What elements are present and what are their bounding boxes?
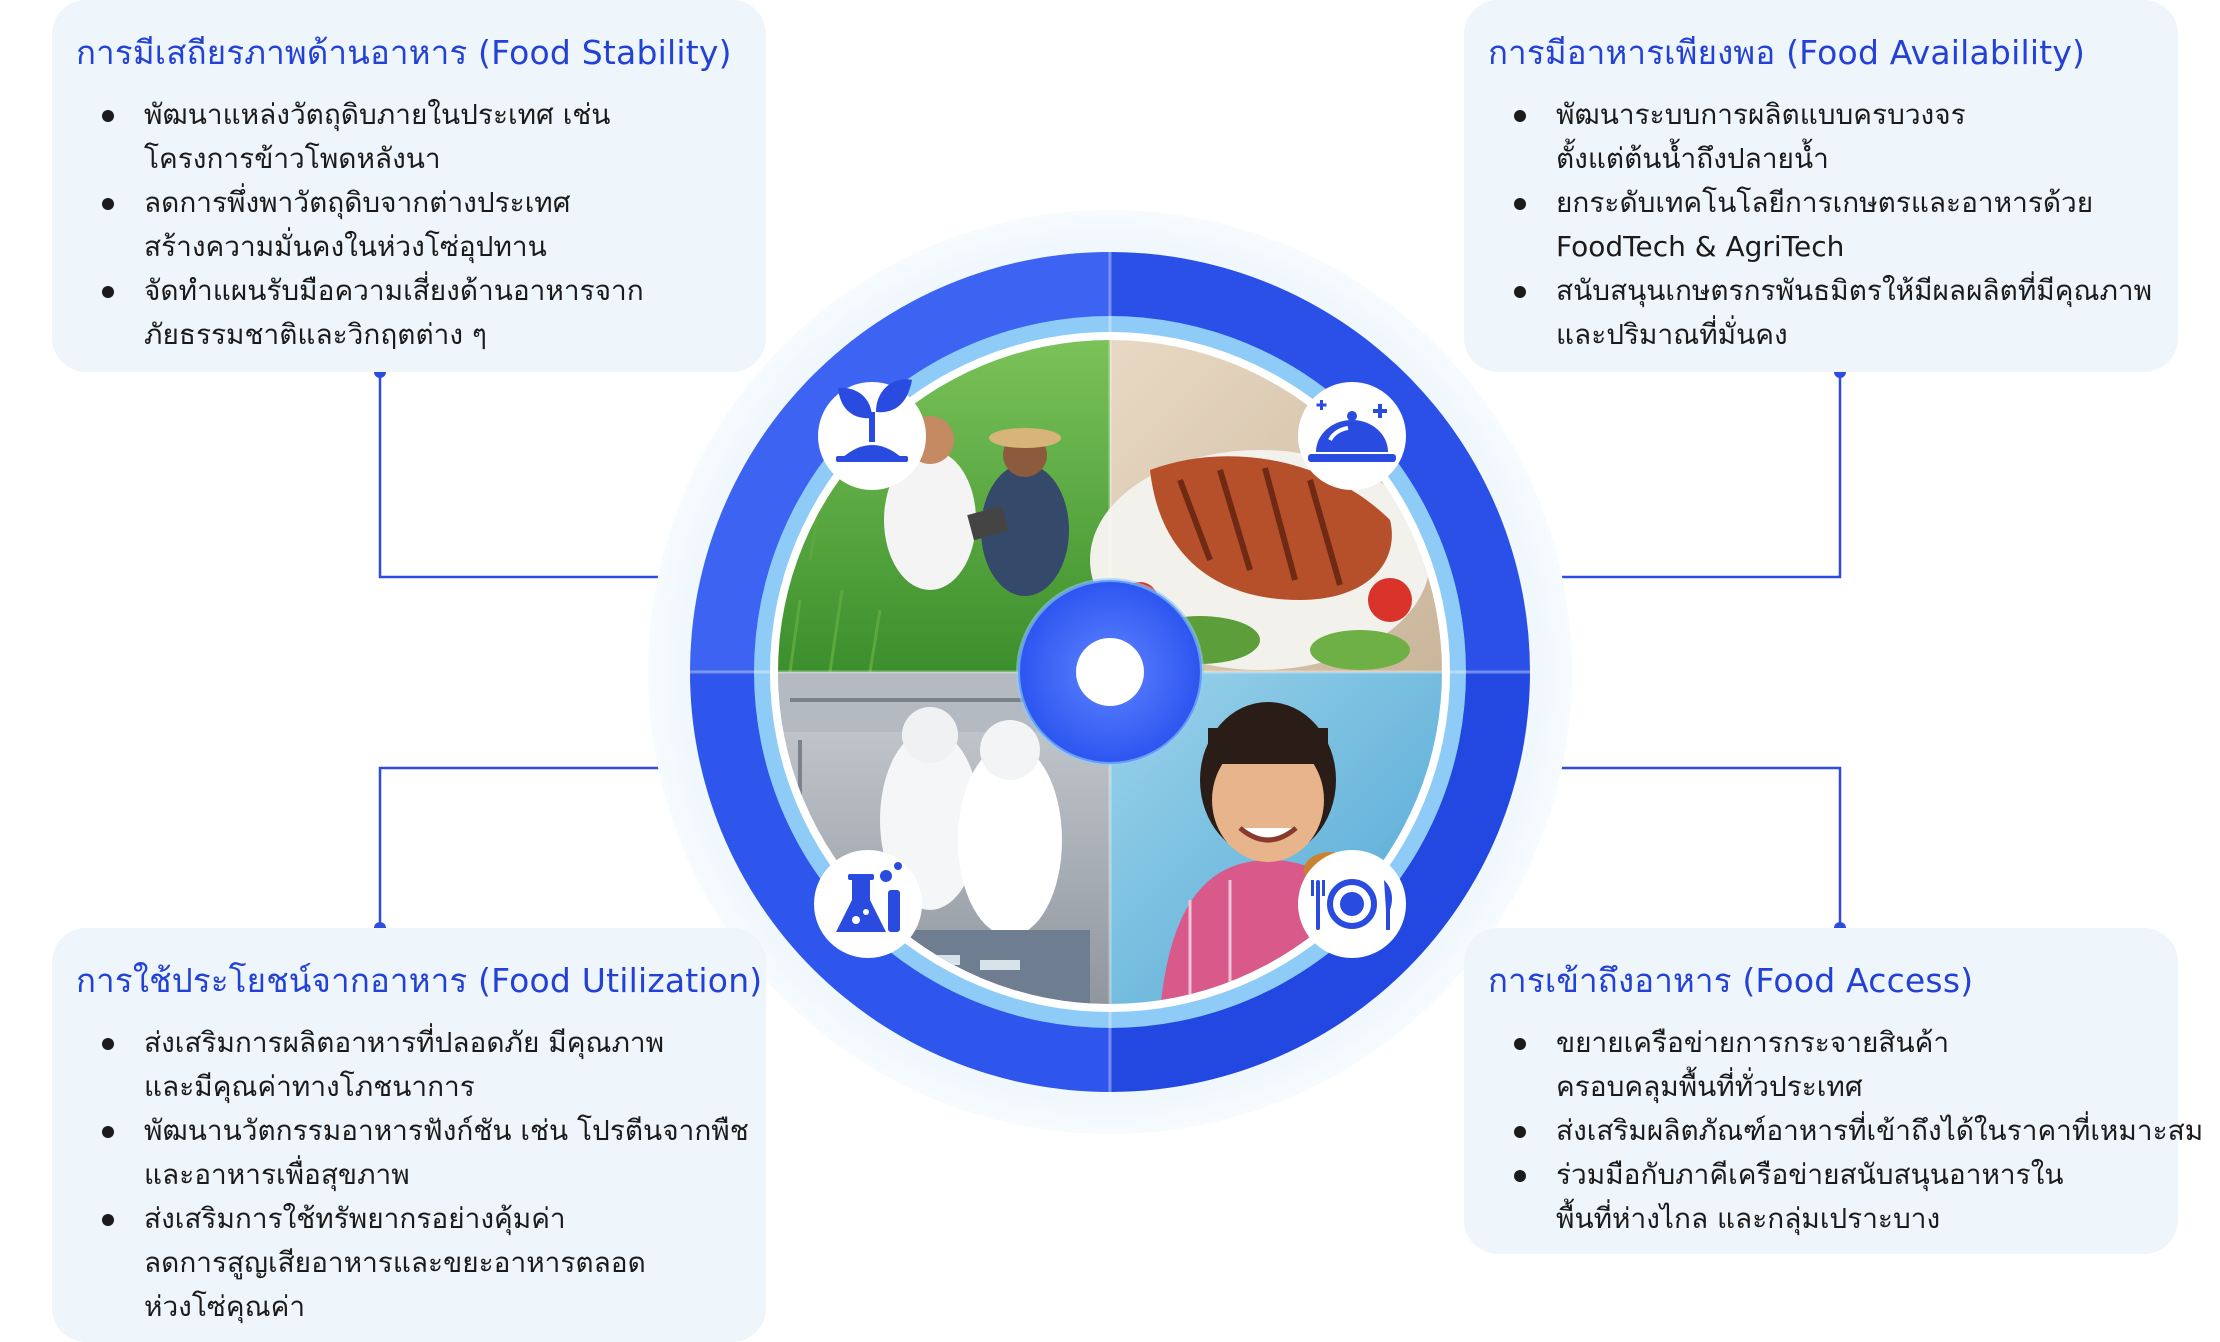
lab-flask-icon — [814, 850, 922, 958]
card-food-utilization: การใช้ประโยชน์จากอาหาร (Food Utilization… — [52, 928, 766, 1342]
center-dot — [1076, 638, 1144, 706]
list-item: จัดทำแผนรับมือความเสี่ยงด้านอาหารจาก ภัย… — [76, 269, 742, 357]
list-item: ร่วมมือกับภาคีเครือข่ายสนับสนุนอาหารใน พ… — [1488, 1153, 2154, 1241]
food-cloche-icon — [1298, 382, 1406, 490]
list-item: พัฒนาระบบการผลิตแบบครบวงจร ตั้งแต่ต้นน้ำ… — [1488, 93, 2154, 181]
bullet-list: ขยายเครือข่ายการกระจายสินค้า ครอบคลุมพื้… — [1488, 1021, 2203, 1241]
card-food-stability: การมีเสถียรภาพด้านอาหาร (Food Stability)… — [52, 0, 766, 372]
seedling-icon — [818, 379, 926, 490]
list-item: ส่งเสริมผลิตภัณฑ์อาหารที่เข้าถึงได้ในราค… — [1488, 1109, 2203, 1153]
connector-lines — [378, 372, 1842, 928]
card-title: การใช้ประโยชน์จากอาหาร (Food Utilization… — [76, 961, 763, 1000]
list-item: พัฒนาแหล่งวัตถุดิบภายในประเทศ เช่น โครงก… — [76, 93, 742, 181]
list-item: ยกระดับเทคโนโลยีการเกษตรและอาหารด้วย Foo… — [1488, 181, 2154, 269]
connector-access — [1513, 766, 1842, 928]
card-title: การมีเสถียรภาพด้านอาหาร (Food Stability) — [76, 33, 732, 72]
connector-utilization — [378, 766, 707, 928]
bullet-list: ส่งเสริมการผลิตอาหารที่ปลอดภัย มีคุณภาพ … — [76, 1021, 749, 1329]
list-item: ส่งเสริมการผลิตอาหารที่ปลอดภัย มีคุณภาพ … — [76, 1021, 742, 1109]
connector-stability — [378, 372, 707, 579]
list-item: ขยายเครือข่ายการกระจายสินค้า ครอบคลุมพื้… — [1488, 1021, 2154, 1109]
card-food-availability: การมีอาหารเพียงพอ (Food Availability) พั… — [1464, 0, 2178, 372]
list-item: สนับสนุนเกษตรกรพันธมิตรให้มีผลผลิตที่มีค… — [1488, 269, 2154, 357]
plate-cutlery-icon — [1298, 850, 1406, 958]
card-title: การมีอาหารเพียงพอ (Food Availability) — [1488, 33, 2086, 72]
list-item: ลดการพึ่งพาวัตถุดิบจากต่างประเทศ สร้างคว… — [76, 181, 742, 269]
connector-availability — [1513, 372, 1842, 579]
card-title: การเข้าถึงอาหาร (Food Access) — [1488, 961, 1974, 1000]
card-food-access: การเข้าถึงอาหาร (Food Access) ขยายเครือข… — [1464, 928, 2203, 1254]
list-item: พัฒนานวัตกรรมอาหารฟังก์ชัน เช่น โปรตีนจา… — [76, 1109, 749, 1197]
list-item: ส่งเสริมการใช้ทรัพยากรอย่างคุ้มค่า ลดการ… — [76, 1197, 742, 1329]
bullet-list: พัฒนาแหล่งวัตถุดิบภายในประเทศ เช่น โครงก… — [76, 93, 742, 357]
bullet-list: พัฒนาระบบการผลิตแบบครบวงจร ตั้งแต่ต้นน้ำ… — [1488, 93, 2154, 357]
